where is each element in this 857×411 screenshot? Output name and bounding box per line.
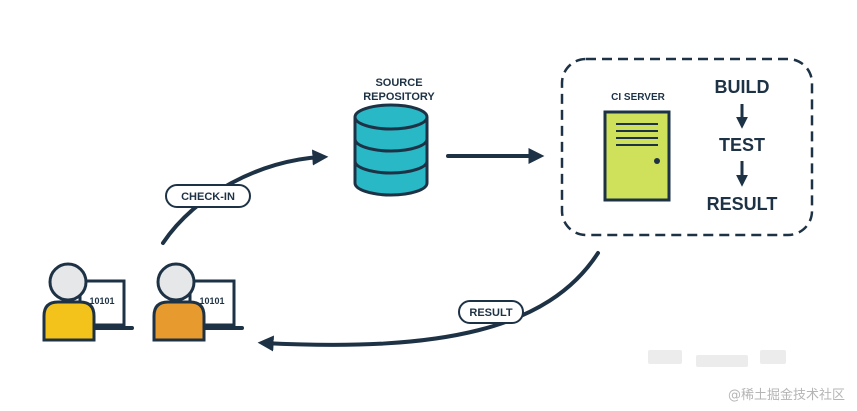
result-pill-label: RESULT xyxy=(469,307,512,319)
result-pill: RESULT xyxy=(458,300,524,324)
ci-server-label: CI SERVER xyxy=(611,92,665,103)
developer-1: 10101 xyxy=(42,262,134,342)
test-label: TEST xyxy=(719,135,765,155)
build-label: BUILD xyxy=(715,77,770,97)
check-in-arrow xyxy=(161,149,329,245)
person-head-1 xyxy=(48,262,88,302)
database-icon xyxy=(353,103,429,197)
source-label-line2: REPOSITORY xyxy=(363,91,435,103)
check-in-pill: CHECK-IN xyxy=(165,184,251,208)
laptop-code-1: 10101 xyxy=(89,296,114,306)
person-body-1 xyxy=(42,300,96,342)
watermark: @稀土掘金技术社区 xyxy=(727,388,845,403)
result-arrow xyxy=(257,251,600,352)
check-in-label: CHECK-IN xyxy=(181,191,235,203)
laptop-code-2: 10101 xyxy=(199,296,224,306)
developer-2: 10101 xyxy=(152,262,244,342)
result-label: RESULT xyxy=(707,194,778,214)
person-body-2 xyxy=(152,300,206,342)
blur-block-3 xyxy=(760,350,786,364)
source-label-line1: SOURCE xyxy=(375,77,422,89)
server-icon xyxy=(603,110,671,202)
blur-block-1 xyxy=(648,350,682,364)
ci-server-box xyxy=(560,57,814,237)
blur-block-2 xyxy=(696,355,748,367)
person-head-2 xyxy=(156,262,196,302)
